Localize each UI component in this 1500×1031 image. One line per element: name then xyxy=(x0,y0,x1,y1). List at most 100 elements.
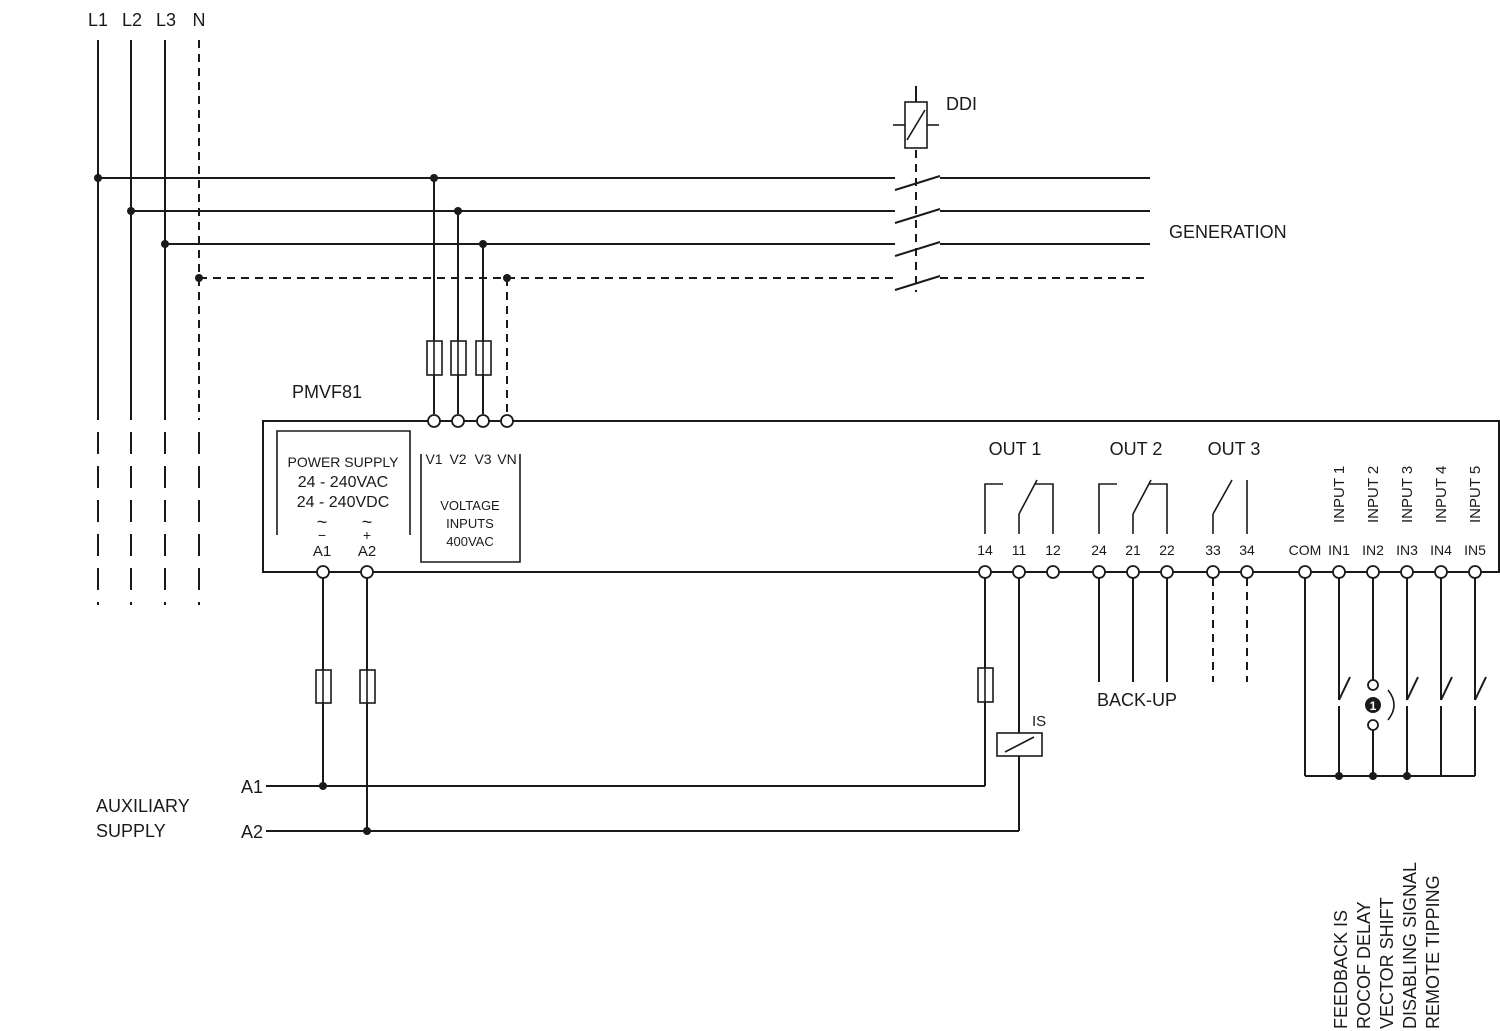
ac-symbol: ~ xyxy=(317,512,328,532)
junction-dot xyxy=(319,782,327,790)
input5-label: INPUT 5 xyxy=(1467,466,1484,523)
in2-jumper-arc xyxy=(1387,689,1395,721)
label-n: N xyxy=(193,10,206,30)
terminal-label-33: 33 xyxy=(1205,542,1221,558)
function-feedback-is: FEEDBACK IS xyxy=(1331,910,1351,1029)
terminal-in1 xyxy=(1332,565,1346,579)
junction-dot xyxy=(503,274,511,282)
input3-label: INPUT 3 xyxy=(1399,466,1416,523)
terminal-in2 xyxy=(1366,565,1380,579)
contact-blade xyxy=(894,241,941,257)
terminal-in3 xyxy=(1400,565,1414,579)
supply-conductors xyxy=(97,40,200,605)
terminal-a1 xyxy=(316,565,330,579)
input2-label: INPUT 2 xyxy=(1365,466,1382,523)
ddi-contactor: DDI xyxy=(893,86,977,292)
plus-symbol: + xyxy=(363,527,371,543)
terminal-label-vn: VN xyxy=(497,451,516,467)
in2-jumper-terminal xyxy=(1367,679,1379,691)
voltage-inputs-line2: INPUTS xyxy=(446,516,494,531)
junction-dot xyxy=(479,240,487,248)
terminal-22 xyxy=(1160,565,1174,579)
function-rocof-delay: ROCOF DELAY xyxy=(1354,901,1374,1029)
power-supply-dc: 24 - 240VDC xyxy=(297,494,390,511)
terminal-label-a1: A1 xyxy=(313,543,331,560)
in5-contact-blade xyxy=(1474,676,1487,701)
ddi-label: DDI xyxy=(946,94,977,114)
ddi-coil-slash xyxy=(906,109,926,141)
is-coil-wiring: IS xyxy=(977,578,1046,831)
input-contacts: 1 xyxy=(1304,578,1487,780)
terminal-label-a2: A2 xyxy=(358,543,376,560)
terminal-label-v2: V2 xyxy=(449,451,466,467)
out2-label: OUT 2 xyxy=(1110,439,1163,459)
voltage-inputs-line1: VOLTAGE xyxy=(440,498,500,513)
input1-label: INPUT 1 xyxy=(1331,466,1348,523)
terminal-21 xyxy=(1126,565,1140,579)
note-marker-number: 1 xyxy=(1370,699,1377,713)
output-relays: OUT 1 OUT 2 OUT 3 14 11 12 24 21 22 33 3… xyxy=(977,439,1260,558)
out1-blade xyxy=(1018,479,1038,515)
terminal-12 xyxy=(1046,565,1060,579)
terminal-33 xyxy=(1206,565,1220,579)
auxiliary-supply-line2: SUPPLY xyxy=(96,821,166,841)
backup-wiring: BACK-UP xyxy=(1097,578,1248,710)
power-supply-frame xyxy=(276,430,411,535)
function-disabling-signal: DISABLING SIGNAL xyxy=(1400,862,1420,1029)
in2-jumper-terminal xyxy=(1367,719,1379,731)
junction-dot xyxy=(454,207,462,215)
terminal-label-in5: IN5 xyxy=(1464,542,1486,558)
input-function-labels: FEEDBACK IS ROCOF DELAY VECTOR SHIFT DIS… xyxy=(1331,862,1443,1029)
terminal-label-14: 14 xyxy=(977,542,993,558)
terminal-in4 xyxy=(1434,565,1448,579)
in3-contact-blade xyxy=(1406,676,1419,701)
label-l1: L1 xyxy=(88,10,108,30)
backup-label: BACK-UP xyxy=(1097,690,1177,710)
junction-dot xyxy=(94,174,102,182)
aux-supply-wiring: A1 A2 AUXILIARY SUPPLY xyxy=(96,578,1019,842)
out3-blade xyxy=(1212,479,1233,515)
device-terminals xyxy=(316,565,1482,579)
terminal-v1 xyxy=(427,414,441,428)
is-label: IS xyxy=(1032,713,1046,730)
label-l3: L3 xyxy=(156,10,176,30)
terminal-11 xyxy=(1012,565,1026,579)
junction-dot xyxy=(195,274,203,282)
terminal-label-21: 21 xyxy=(1125,542,1141,558)
terminal-a2 xyxy=(360,565,374,579)
junction-dot xyxy=(127,207,135,215)
terminal-label-in1: IN1 xyxy=(1328,542,1350,558)
function-remote-tipping: REMOTE TIPPING xyxy=(1423,875,1443,1029)
label-l2: L2 xyxy=(122,10,142,30)
digital-inputs: COM IN1 IN2 IN3 IN4 IN5 INPUT 1 INPUT 2 … xyxy=(1289,466,1486,558)
voltage-taps xyxy=(426,174,511,414)
terminal-in5 xyxy=(1468,565,1482,579)
aux-label-a1: A1 xyxy=(241,777,263,797)
out2-blade xyxy=(1132,479,1152,515)
junction-dot xyxy=(1403,772,1411,780)
terminal-label-24: 24 xyxy=(1091,542,1107,558)
generation-bus xyxy=(94,174,1150,282)
terminal-14 xyxy=(978,565,992,579)
in1-contact-blade xyxy=(1338,676,1351,701)
junction-dot xyxy=(363,827,371,835)
voltage-inputs-section: V1 V2 V3 VN VOLTAGE INPUTS 400VAC xyxy=(420,451,521,563)
out1-no-contact xyxy=(1035,483,1054,534)
out1-label: OUT 1 xyxy=(989,439,1042,459)
terminal-v2 xyxy=(451,414,465,428)
device-body xyxy=(262,420,1500,573)
terminal-label-com: COM xyxy=(1289,542,1322,558)
ac-symbol: ~ xyxy=(362,512,373,532)
junction-dot xyxy=(1369,772,1377,780)
terminal-label-in3: IN3 xyxy=(1396,542,1418,558)
out2-no-contact xyxy=(1149,483,1168,534)
terminal-vn xyxy=(500,414,514,428)
out2-nc-contact xyxy=(1098,483,1117,534)
terminal-label-in2: IN2 xyxy=(1362,542,1384,558)
note-marker xyxy=(1365,697,1381,713)
terminal-24 xyxy=(1092,565,1106,579)
generation-label: GENERATION xyxy=(1169,222,1287,242)
minus-symbol: − xyxy=(318,527,326,543)
out1-nc-contact xyxy=(984,483,1003,534)
